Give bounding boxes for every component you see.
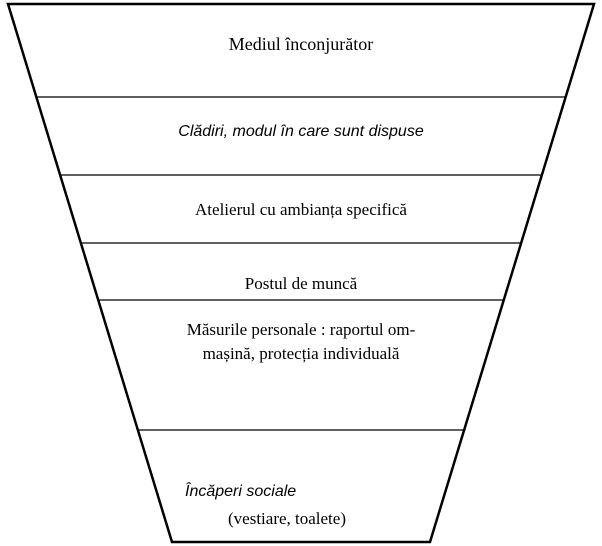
level-workstation-label: Postul de muncă [244, 274, 358, 293]
level-social-rooms-label: Încăperi sociale [185, 483, 297, 500]
personal-measures-line-2: mașină, protecția individuală [202, 344, 400, 363]
social-rooms-detail-label: (vestiare, toalete) [228, 509, 346, 528]
level-personal-measures-label: Măsurile personale : raportul om- mașină… [0, 318, 602, 366]
level-workshop-label: Atelierul cu ambianța specifică [195, 200, 407, 219]
personal-measures-line-1: Măsurile personale : raportul om- [186, 320, 416, 339]
funnel-outline [6, 2, 596, 544]
level-environment-label: Mediul înconjurător [228, 34, 374, 54]
level-buildings-label: Clădiri, modul în care sunt dispuse [178, 123, 424, 140]
